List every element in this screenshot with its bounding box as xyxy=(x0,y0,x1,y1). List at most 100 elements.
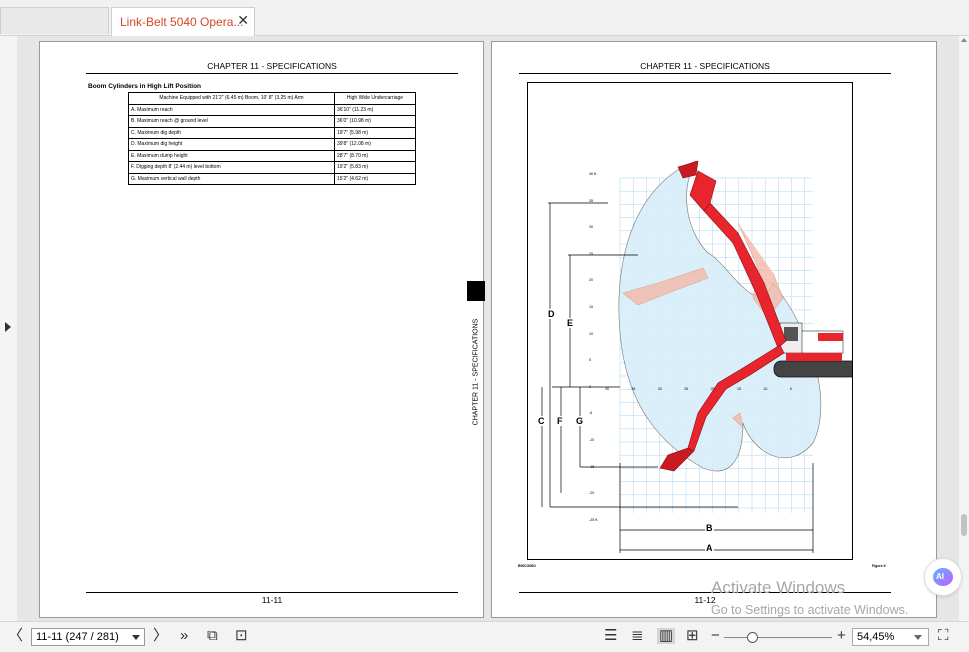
header-rule xyxy=(519,73,891,74)
chevron-down-icon[interactable] xyxy=(132,635,140,640)
page-number: 11-12 xyxy=(694,595,716,605)
continuous-icon[interactable]: ≣ xyxy=(631,627,644,644)
table-header: Machine Equipped with 21'2" (6.45 m) Boo… xyxy=(128,92,335,105)
y-tick-label: 30 xyxy=(589,225,593,230)
y-tick-label: -5 xyxy=(589,411,593,416)
figure-frame xyxy=(527,82,853,560)
page-11-11: CHAPTER 11 - SPECIFICATIONS Boom Cylinde… xyxy=(39,41,485,618)
dimension-letter-f: F xyxy=(556,416,564,426)
zoom-out-icon[interactable]: − xyxy=(711,627,720,644)
x-tick-label: 25 xyxy=(684,387,689,391)
activate-windows-title: Activate Windows xyxy=(711,578,846,597)
y-tick-label: 20 xyxy=(589,278,593,283)
page-number-field[interactable]: 11-11 (247 / 281) xyxy=(31,628,145,646)
y-tick-label: 0 xyxy=(589,384,591,389)
chapter-side-tab xyxy=(467,281,485,301)
sidebar-toggle[interactable] xyxy=(0,36,17,621)
y-tick-label: -10 xyxy=(589,438,595,442)
y-tick-label: -25 ft. xyxy=(589,517,599,522)
zoom-in-icon[interactable]: + xyxy=(837,627,846,644)
dimension-letter-a: A xyxy=(705,543,714,553)
activate-windows-subtitle: Go to Settings to activate Windows. xyxy=(711,603,909,617)
y-tick-label: -20 xyxy=(589,491,595,496)
page-number: 11-11 xyxy=(261,595,283,605)
two-page-icon[interactable]: ▥ xyxy=(657,627,676,644)
grid-icon[interactable]: ⊞ xyxy=(686,627,699,644)
y-tick-label: -15 xyxy=(589,464,595,469)
figure-code: B90CX08O xyxy=(518,564,536,568)
table-row: F. Digging depth 8' (2.44 m) level botto… xyxy=(128,161,416,174)
scrollbar-thumb[interactable] xyxy=(961,514,967,536)
y-tick-label: 10 xyxy=(589,331,593,336)
chapter-side-text: CHAPTER 11 - SPECIFICATIONS xyxy=(472,318,480,426)
footer-rule xyxy=(519,592,891,593)
table-cell: 28'7" (8.70 m) xyxy=(334,149,416,162)
y-tick-label: 5 xyxy=(589,358,591,363)
table-cell: A. Maximum reach xyxy=(128,103,335,116)
x-tick-label: 5 xyxy=(789,387,792,391)
table-cell: D. Maximum dig height xyxy=(128,138,335,151)
spec-table: Machine Equipped with 21'2" (6.45 m) Boo… xyxy=(128,92,416,185)
ai-icon: AI xyxy=(933,568,953,586)
ai-assistant-button[interactable]: AI xyxy=(924,558,962,596)
ai-label: AI xyxy=(936,572,944,581)
table-cell: 36'10" (11.23 m) xyxy=(334,103,416,116)
last-page-icon[interactable]: » xyxy=(180,627,189,644)
table-cell: C. Maximum dig depth xyxy=(128,126,335,139)
chevron-down-icon[interactable] xyxy=(914,635,922,640)
close-icon[interactable]: ✕ xyxy=(237,12,249,28)
scroll-up-icon[interactable] xyxy=(961,38,967,42)
footer-rule xyxy=(86,592,458,593)
dimension-letter-c: C xyxy=(537,416,546,426)
dimension-lines xyxy=(541,202,814,553)
chapter-heading: CHAPTER 11 - SPECIFICATIONS xyxy=(207,61,337,71)
single-page-icon[interactable]: ☰ xyxy=(604,627,618,644)
table-cell: 36'0" (10.98 m) xyxy=(334,115,416,128)
x-tick-label: 20 xyxy=(710,387,715,391)
tab-link-belt-manual[interactable]: Link-Belt 5040 Opera... ✕ xyxy=(111,7,255,36)
fullscreen-icon[interactable]: ⛶ xyxy=(938,627,949,644)
page-11-12: CHAPTER 11 - SPECIFICATIONS xyxy=(491,41,937,618)
ghost-arm-upper xyxy=(737,222,784,319)
tab-title: Link-Belt 5040 Opera... xyxy=(120,15,244,29)
x-tick-label: 30 xyxy=(657,387,662,391)
table-cell: 19'7" (5.98 m) xyxy=(334,126,416,139)
table-cell: 15'2" (4.62 m) xyxy=(334,172,416,185)
table-header: High Wide Undercarriage xyxy=(334,92,416,105)
working-range-diagram xyxy=(541,160,852,553)
y-tick-label: 15 xyxy=(589,305,593,309)
page-number-value: 11-11 (247 / 281) xyxy=(36,631,119,643)
table-cell: 39'8" (12.08 m) xyxy=(334,138,416,151)
table-cell: 19'2" (5.83 m) xyxy=(334,161,416,174)
expand-arrow-icon[interactable] xyxy=(5,322,11,332)
table-cell: B. Maximum reach @ ground level xyxy=(128,115,335,128)
vertical-scrollbar[interactable] xyxy=(959,36,969,621)
next-page-icon[interactable]: 〉 xyxy=(153,627,169,644)
zoom-level-select[interactable]: 54,45% xyxy=(852,628,929,646)
zoom-level-value: 54,45% xyxy=(857,631,895,643)
reach-envelope xyxy=(618,160,822,472)
tab-previous[interactable] xyxy=(0,7,109,34)
zoom-slider[interactable] xyxy=(724,637,832,638)
zoom-slider-thumb[interactable] xyxy=(747,632,759,643)
table-cell: F. Digging depth 8' (2.44 m) level botto… xyxy=(128,161,335,174)
y-tick-label: 35 xyxy=(589,198,593,203)
status-bar: 〈 11-11 (247 / 281) 〉 » ⧉ ⊡ ☰ ≣ ▥ ⊞ − + … xyxy=(0,621,969,652)
extract-icon[interactable]: ⧉ xyxy=(207,627,218,644)
section-title: Boom Cylinders in High Lift Position xyxy=(88,83,202,90)
y-tick-label: 40 ft. xyxy=(589,172,597,176)
table-header-row: Machine Equipped with 21'2" (6.45 m) Boo… xyxy=(128,92,416,105)
table-cell: E. Maximum dump height xyxy=(128,149,335,162)
x-tick-label: 35 xyxy=(631,387,636,391)
prev-page-icon[interactable]: 〈 xyxy=(8,627,24,644)
tab-bar: Link-Belt 5040 Opera... ✕ xyxy=(0,0,969,36)
dimension-letter-e: E xyxy=(566,318,575,328)
excavator xyxy=(659,160,852,472)
dimension-letter-b: B xyxy=(705,523,714,533)
x-tick-label: 40 xyxy=(605,387,609,391)
dimension-letter-d: D xyxy=(547,309,556,319)
replace-icon[interactable]: ⊡ xyxy=(235,627,248,644)
